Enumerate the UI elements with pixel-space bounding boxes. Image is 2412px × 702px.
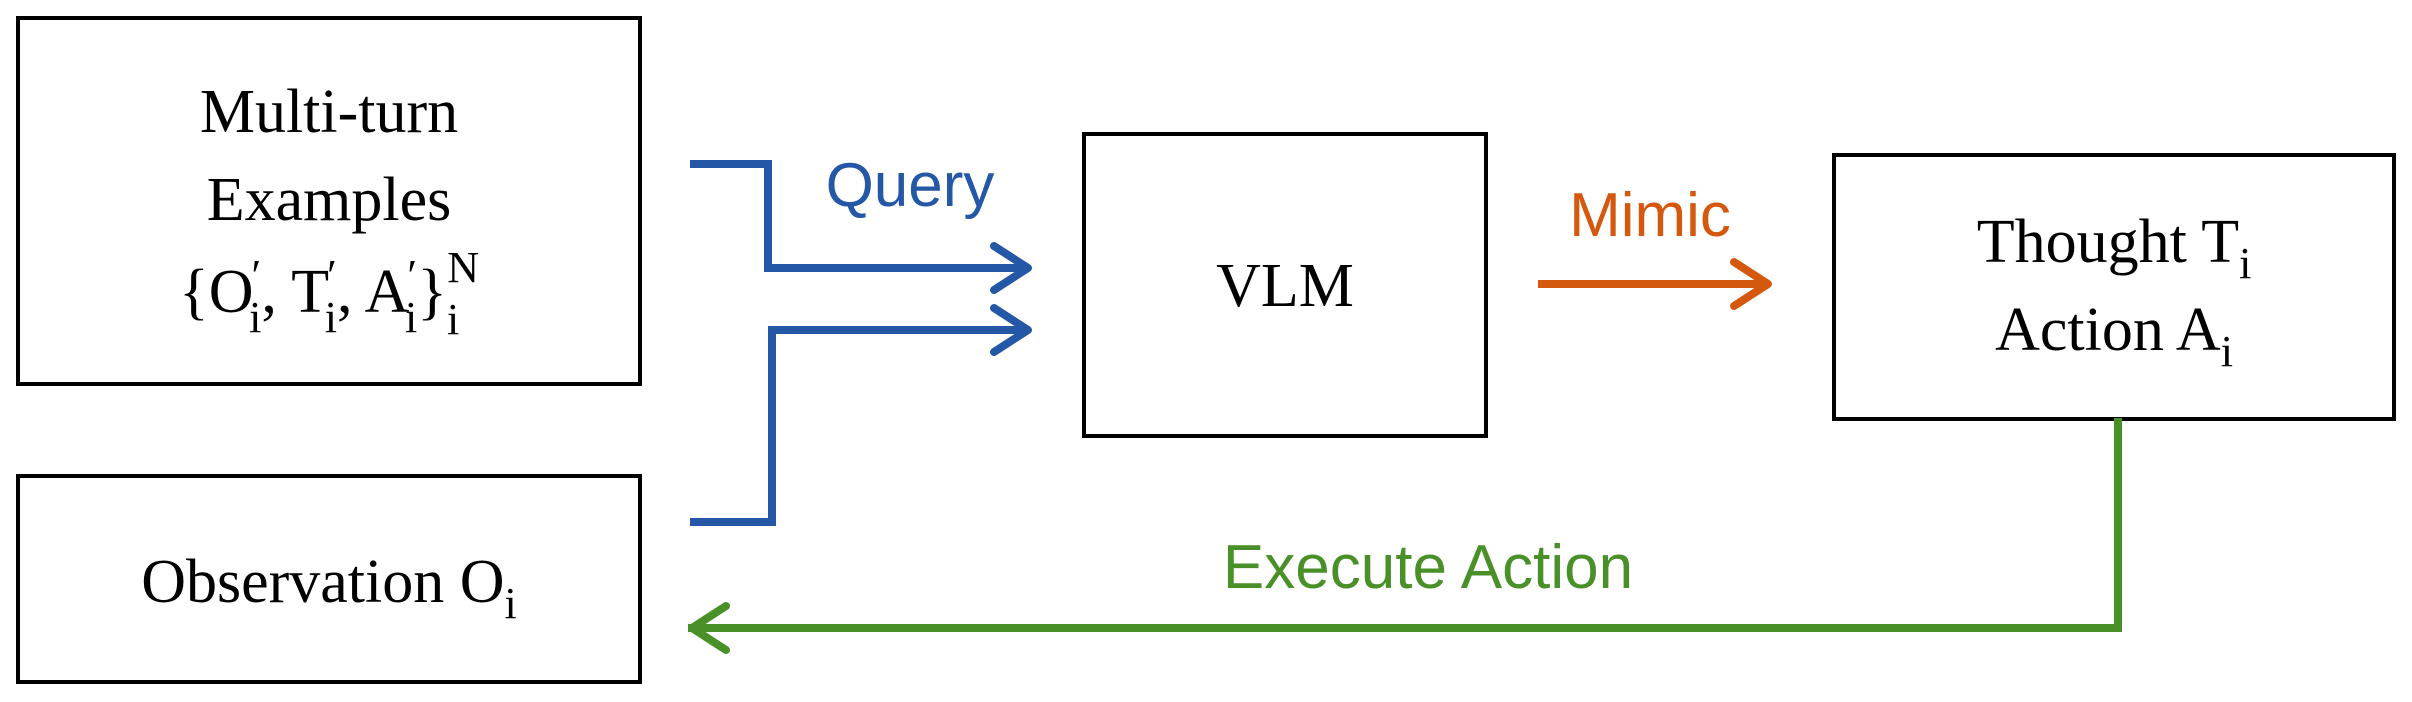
vlm-label: VLM bbox=[1216, 252, 1354, 320]
observation-box: Observation Oi bbox=[16, 474, 642, 684]
formula-t-prime: ′ bbox=[327, 251, 337, 300]
mimic-arrow: Mimic bbox=[1538, 181, 1772, 310]
execute-action-arrow: Execute Action bbox=[688, 418, 2122, 654]
formula-close-brace: } bbox=[417, 258, 447, 326]
formula-o-sub: i bbox=[249, 293, 261, 342]
formula-o: O bbox=[209, 258, 254, 326]
formula-a-prime: ′ bbox=[407, 251, 417, 300]
examples-line-2: Examples bbox=[207, 166, 452, 234]
mimic-label: Mimic bbox=[1569, 181, 1731, 250]
formula-outer-sup: N bbox=[447, 243, 479, 292]
examples-line-1: Multi-turn bbox=[200, 78, 458, 146]
formula-a-sub: i bbox=[405, 293, 417, 342]
query-arrow-from-examples bbox=[690, 160, 1028, 272]
action-label: Action bbox=[1995, 296, 2176, 364]
vlm-box: VLM bbox=[1082, 132, 1488, 438]
formula-open-brace: { bbox=[179, 258, 209, 326]
observation-text: Observation bbox=[141, 548, 460, 616]
thought-symbol: T bbox=[2201, 208, 2239, 276]
observation-symbol: O bbox=[460, 548, 505, 616]
execute-action-arrowhead bbox=[688, 602, 730, 654]
query-arrowhead-bottom bbox=[990, 304, 1032, 356]
thought-sub: i bbox=[2239, 239, 2251, 288]
query-arrowhead-top bbox=[990, 242, 1032, 294]
thought-label: Thought bbox=[1977, 208, 2201, 276]
execute-action-label: Execute Action bbox=[1223, 533, 1633, 602]
query-arrows: Query bbox=[690, 151, 1032, 526]
formula-a: A bbox=[365, 258, 410, 326]
formula-o-prime: ′ bbox=[252, 251, 262, 300]
query-label: Query bbox=[826, 151, 995, 220]
execute-action-line bbox=[688, 418, 2122, 632]
observation-label: Observation Oi bbox=[141, 548, 517, 628]
observation-sub: i bbox=[505, 579, 517, 628]
formula-comma-2: , bbox=[337, 258, 365, 326]
action-sub: i bbox=[2221, 327, 2233, 376]
examples-formula: {O′i, T′i, A′i}iN bbox=[179, 243, 479, 344]
action-symbol: A bbox=[2176, 296, 2221, 364]
mimic-arrowhead bbox=[1730, 258, 1772, 310]
formula-t: T bbox=[291, 258, 329, 326]
examples-box: Multi-turn Examples {O′i, T′i, A′i}iN bbox=[16, 16, 642, 386]
action-line: Action Ai bbox=[1995, 296, 2233, 376]
formula-outer-sub: i bbox=[447, 295, 459, 344]
formula-t-sub: i bbox=[325, 293, 337, 342]
output-box: Thought Ti Action Ai bbox=[1832, 153, 2396, 421]
thought-line: Thought Ti bbox=[1977, 208, 2252, 288]
query-arrow-from-observation bbox=[690, 326, 1028, 526]
formula-comma-1: , bbox=[261, 258, 291, 326]
